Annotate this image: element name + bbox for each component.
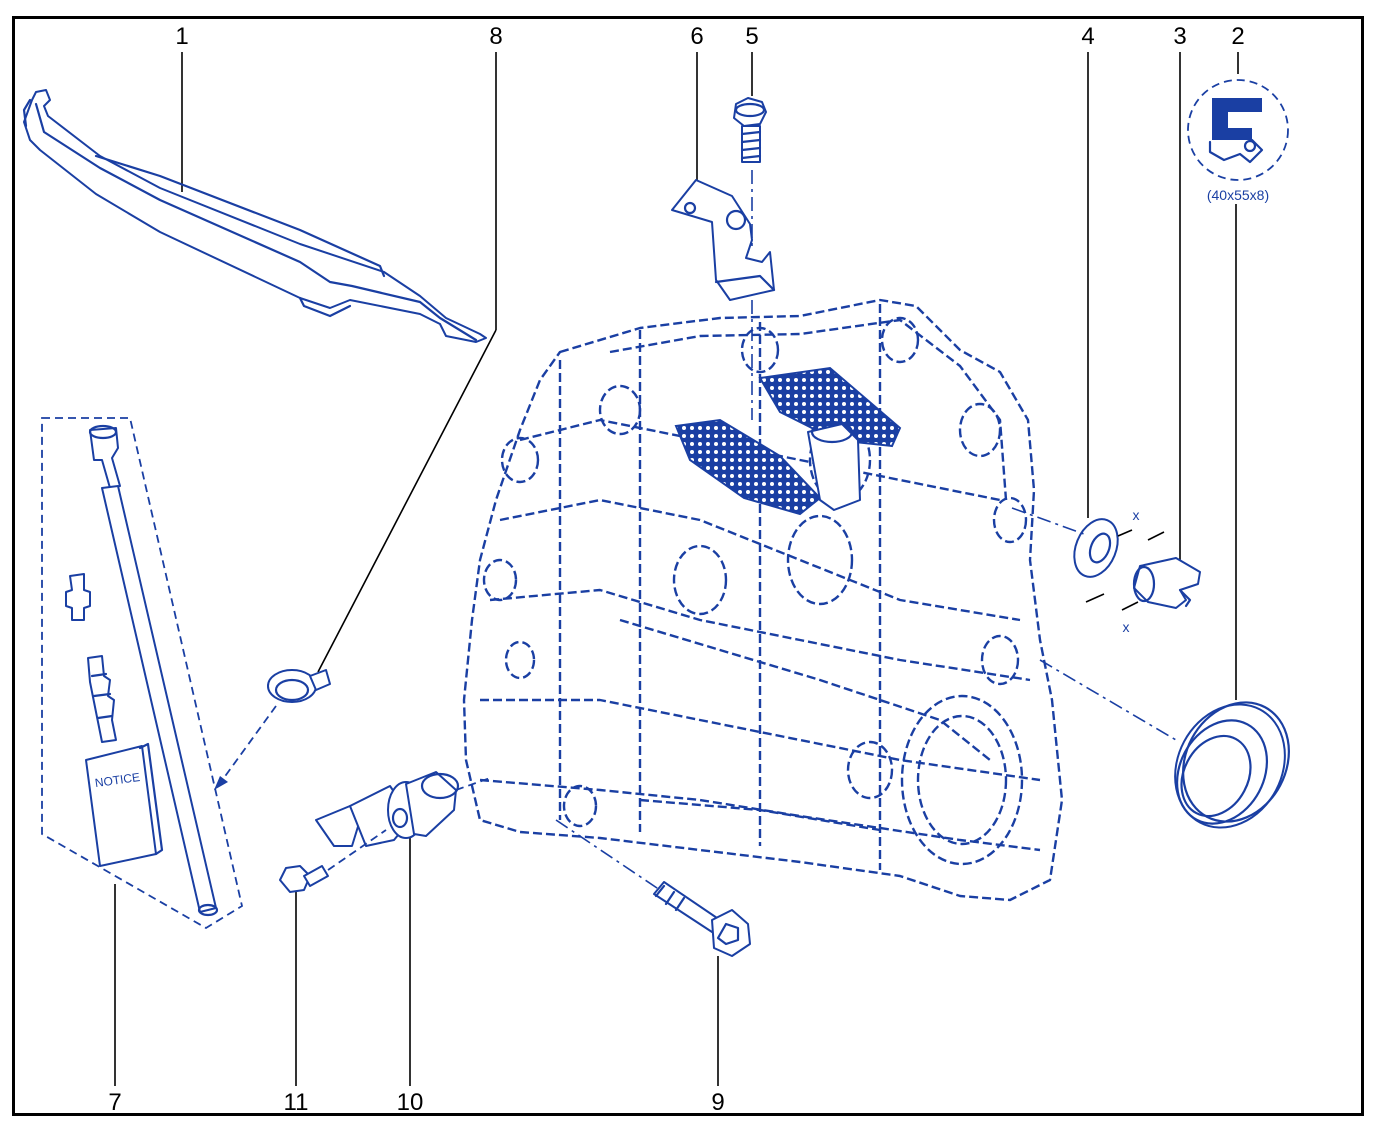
callout-7: 7	[108, 1089, 121, 1116]
hose-fitting-small	[65, 573, 91, 621]
part-7-kit: NOTICE	[41, 417, 244, 930]
mesh-panel-left	[674, 418, 822, 516]
part-11-screw	[279, 829, 387, 893]
seal-dimension-label: (40x55x8)	[1207, 187, 1269, 203]
seal-profile	[1212, 98, 1262, 140]
callout-9: 9	[711, 1089, 724, 1116]
gearbox-housing	[462, 298, 1177, 902]
callout-2: 2	[1231, 23, 1244, 50]
part-10-sensor	[315, 771, 491, 847]
callout-4: 4	[1081, 23, 1094, 50]
callout-6: 6	[690, 23, 703, 50]
callout-5: 5	[745, 23, 758, 50]
part-6-bracket	[671, 179, 776, 301]
notice-booklet: NOTICE	[85, 742, 164, 867]
dimension-mark-x: x	[1123, 619, 1130, 635]
dimension-mark-x: x	[1133, 507, 1140, 523]
seal-section-detail	[1187, 79, 1289, 181]
callout-10: 10	[397, 1089, 424, 1116]
mesh-panel-right	[758, 366, 902, 448]
seal-ring	[1174, 701, 1290, 829]
dipstick-tube	[88, 424, 219, 917]
part-9-bolt	[555, 819, 751, 957]
dimension-marks: x x	[1085, 507, 1165, 635]
part-8-clamp	[214, 669, 331, 790]
callout-1: 1	[175, 23, 188, 50]
notice-booklet-label: NOTICE	[94, 770, 141, 790]
diagram-frame	[12, 16, 1364, 1116]
kit-outline	[41, 417, 244, 930]
part-2-seal: (40x55x8)	[1174, 79, 1290, 829]
part-1-bracket	[22, 89, 487, 343]
callout-8: 8	[489, 23, 502, 50]
callout-3: 3	[1173, 23, 1186, 50]
hose-fitting-large	[87, 655, 117, 743]
leader-lines	[114, 52, 1239, 1086]
callout-labels: 1 8 6 5 4 3 2 7 11 10 9	[108, 23, 1244, 1116]
part-4-washer	[1073, 518, 1119, 578]
callout-11: 11	[284, 1089, 309, 1116]
part-3-plug	[1132, 557, 1201, 609]
